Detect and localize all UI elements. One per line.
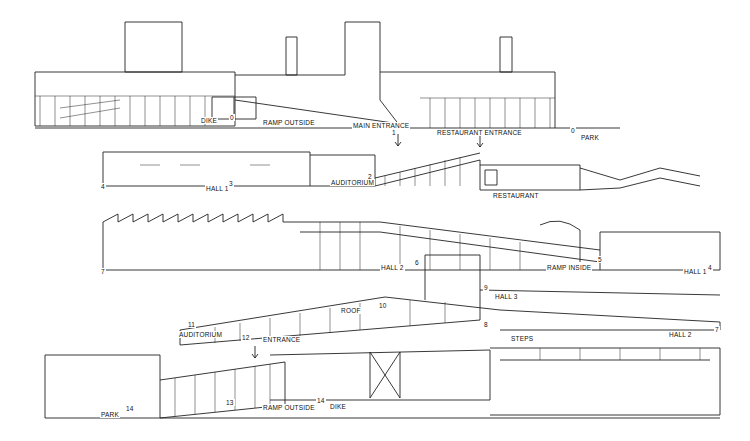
level-number: 14 xyxy=(125,405,135,412)
roof-section xyxy=(180,297,720,330)
space-label: HALL 2 xyxy=(668,331,693,338)
space-label: STEPS xyxy=(510,335,534,342)
space-label: HALL 2 xyxy=(380,264,405,271)
level-number: 9 xyxy=(483,284,489,291)
level-number: 10 xyxy=(378,302,388,309)
building-volume xyxy=(35,72,235,126)
space-label: PARK xyxy=(580,134,600,141)
auditorium-section xyxy=(310,155,375,186)
space-label: HALL 1 xyxy=(683,268,708,275)
level-number: 1 xyxy=(391,129,397,136)
space-label: AUDITORIUM xyxy=(178,331,223,338)
glazing xyxy=(320,222,520,270)
level-number: 14 xyxy=(316,397,326,404)
glazing xyxy=(370,352,400,398)
glazing xyxy=(35,96,235,126)
space-label: RESTAURANT ENTRANCE xyxy=(436,129,523,136)
auditorium-section xyxy=(180,290,720,345)
space-label: AUDITORIUM xyxy=(330,179,375,186)
tower xyxy=(500,37,512,72)
roof-wave xyxy=(580,168,700,190)
ramp xyxy=(60,100,120,118)
glazing xyxy=(420,98,555,128)
level-number: 6 xyxy=(414,259,420,266)
tower xyxy=(286,37,297,75)
level-number: 5 xyxy=(597,256,603,263)
entrance-arrow xyxy=(477,136,483,147)
level-number: 0 xyxy=(229,114,235,121)
tower xyxy=(425,255,480,300)
ramp xyxy=(300,222,600,262)
level-number: 8 xyxy=(483,321,489,328)
space-label: DIKE xyxy=(329,403,347,410)
ground-line xyxy=(35,128,620,129)
building-volume xyxy=(235,22,400,126)
level-number: 2 xyxy=(367,173,373,180)
building-volume xyxy=(490,348,720,415)
space-label: RAMP OUTSIDE xyxy=(262,404,316,411)
building-volume xyxy=(380,72,555,128)
space-label: MAIN ENTRANCE xyxy=(352,122,410,129)
space-label: DIKE xyxy=(200,117,218,124)
space-label: RAMP INSIDE xyxy=(546,264,592,271)
space-label: ROOF xyxy=(340,307,362,314)
stair xyxy=(485,170,497,185)
glazing xyxy=(540,348,700,360)
space-label: RAMP OUTSIDE xyxy=(262,119,316,126)
wall xyxy=(600,232,601,270)
glazing xyxy=(385,157,460,186)
level-number: 13 xyxy=(225,399,235,406)
building-volume xyxy=(45,355,160,418)
space-label: HALL 3 xyxy=(494,293,519,300)
level-number: 7 xyxy=(714,326,720,333)
hall-section xyxy=(103,222,720,270)
level-number: 11 xyxy=(187,321,196,328)
auditorium-slope xyxy=(375,153,480,186)
glazing xyxy=(175,364,270,416)
level-number: 3 xyxy=(228,180,234,187)
glazing xyxy=(215,300,445,343)
level-number: 4 xyxy=(100,183,106,190)
ramp xyxy=(235,100,400,124)
building-volume xyxy=(270,350,490,400)
building-volume xyxy=(125,22,182,72)
level-number: 7 xyxy=(100,268,106,275)
level-number: 12 xyxy=(241,334,251,341)
space-label: HALL 1 xyxy=(205,185,230,192)
space-label: ENTRANCE xyxy=(262,336,301,343)
level-number: 0 xyxy=(570,127,576,134)
sawtooth-roof xyxy=(103,214,300,222)
space-label: RESTAURANT xyxy=(492,192,540,199)
level-number: 4 xyxy=(707,264,713,271)
hall-section xyxy=(103,152,310,186)
ground-line xyxy=(45,418,720,419)
opening xyxy=(140,165,270,166)
ramp-inside xyxy=(540,221,580,262)
restaurant-section xyxy=(480,160,580,190)
space-label: PARK xyxy=(100,411,120,418)
entrance-arrow xyxy=(252,346,258,358)
